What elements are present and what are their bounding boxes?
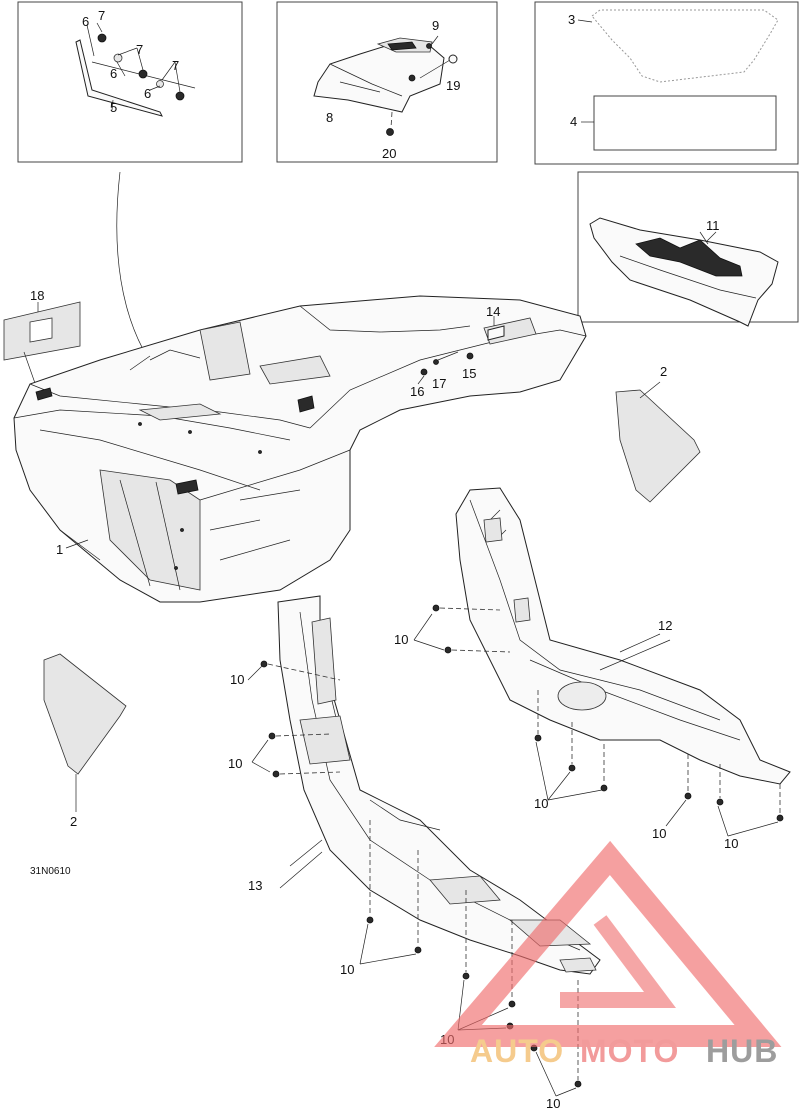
callout-15: 15 <box>462 366 476 381</box>
callout-19: 19 <box>446 78 460 93</box>
callout-6: 6 <box>82 14 89 29</box>
callout-18: 18 <box>30 288 44 303</box>
inset-box-seat <box>577 171 799 327</box>
screw-9 <box>426 43 432 49</box>
callout-10: 10 <box>546 1096 560 1111</box>
decal-part-3 <box>591 9 779 83</box>
callout-12: 12 <box>658 618 672 633</box>
callout-10: 10 <box>652 826 666 841</box>
callout-5: 5 <box>110 100 117 115</box>
callout-10: 10 <box>534 796 548 811</box>
callout-10: 10 <box>724 836 738 851</box>
watermark-auto: AUTO <box>470 1033 564 1069</box>
label-plate-18 <box>3 301 81 387</box>
callout-4: 4 <box>570 114 577 129</box>
inset-box-strap-hardware <box>17 1 243 163</box>
callout-16: 16 <box>410 384 424 399</box>
callout-10: 10 <box>228 756 242 771</box>
nut-7a <box>97 33 107 43</box>
decal-part-4 <box>593 95 777 151</box>
side-panel-2-right <box>615 389 701 503</box>
liner-part-12 <box>455 487 791 785</box>
seat-part-11 <box>589 217 779 327</box>
watermark-logo: AUTO MOTO HUB <box>434 840 782 1069</box>
callout-1: 1 <box>56 542 63 557</box>
callout-14: 14 <box>486 304 500 319</box>
callout-6: 6 <box>144 86 151 101</box>
callout-2: 2 <box>70 814 77 829</box>
watermark-moto: MOTO <box>580 1033 679 1069</box>
strap-part-5 <box>75 39 163 117</box>
callout-7: 7 <box>98 8 105 23</box>
callout-10: 10 <box>394 632 408 647</box>
callout-17: 17 <box>432 376 446 391</box>
callout-11: 11 <box>706 218 720 233</box>
clip-19 <box>448 54 458 64</box>
callout-13: 13 <box>248 878 262 893</box>
nut-20 <box>386 128 394 136</box>
hardware-14-17 <box>417 316 505 385</box>
screws-10 <box>247 604 784 1097</box>
inset-box-console <box>276 1 498 163</box>
diagram-code: 31N0610 <box>30 866 71 877</box>
inset-box-decals <box>534 1 799 165</box>
callout-7: 7 <box>136 42 143 57</box>
callout-labels: 6 7 7 6 7 6 5 9 19 8 20 3 4 11 18 14 2 1… <box>30 8 738 1111</box>
watermark-hub: HUB <box>706 1033 778 1069</box>
callout-10: 10 <box>340 962 354 977</box>
callout-20: 20 <box>382 146 396 161</box>
callout-8: 8 <box>326 110 333 125</box>
side-panel-2-left <box>43 653 127 775</box>
callout-7: 7 <box>172 58 179 73</box>
nut-7b <box>138 69 148 79</box>
nut-7c <box>175 91 185 101</box>
leader-lines <box>65 231 717 889</box>
callout-6: 6 <box>110 66 117 81</box>
main-body-part-1 <box>13 295 587 603</box>
logo-triangle-icon <box>434 840 782 1047</box>
callout-9: 9 <box>432 18 439 33</box>
callout-3: 3 <box>568 12 575 27</box>
callout-2: 2 <box>660 364 667 379</box>
console-part-8 <box>313 43 445 113</box>
callout-10: 10 <box>230 672 244 687</box>
